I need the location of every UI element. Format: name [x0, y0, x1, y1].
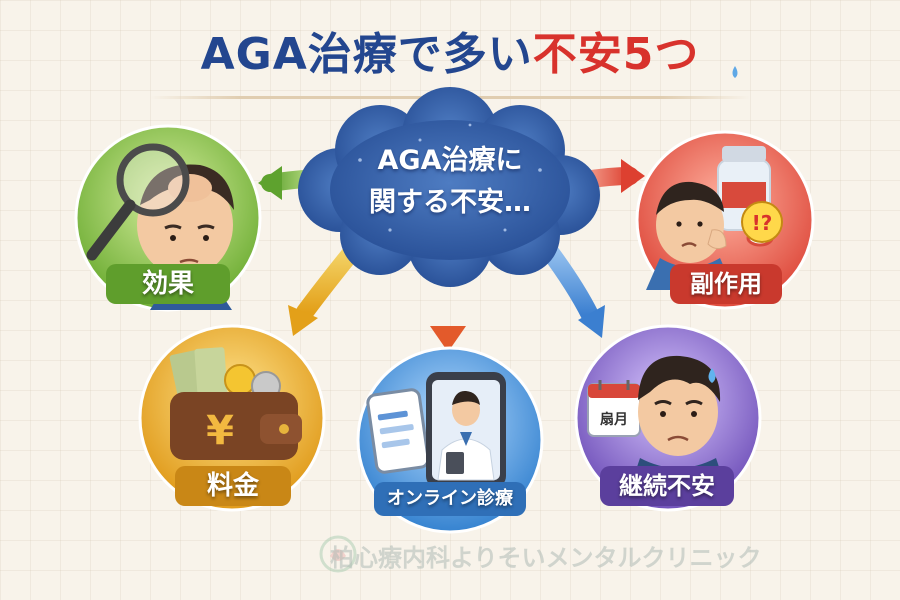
wallet-icon: [169, 347, 302, 460]
continuation-label-bg: [600, 466, 734, 506]
clinic-watermark: 柏心療内科よりそいメンタルクリニック: [330, 544, 762, 572]
alert-badge-text: !?: [752, 211, 773, 235]
side-effects-label: 副作用: [690, 270, 762, 298]
page-title: AGA治療で多い不安5つ: [0, 18, 900, 82]
title-main: AGA治療: [200, 29, 398, 80]
yen-icon: ¥: [206, 408, 234, 454]
online-label: オンライン診療: [387, 488, 513, 509]
center-line-2: 関する不安…: [369, 187, 531, 218]
effect-node[interactable]: [74, 124, 262, 312]
center-cloud: [298, 87, 600, 287]
side-effects-node[interactable]: !?: [635, 130, 815, 310]
title-middle: で多い: [397, 29, 533, 80]
title-highlight: 不安5つ: [532, 29, 700, 80]
continuation-node[interactable]: 扇月: [574, 324, 762, 512]
center-question: AGA治療に 関する不安…: [330, 140, 570, 224]
magnifier-icon: [86, 143, 190, 261]
effect-label: 効果: [141, 269, 194, 299]
arrow-to-cost: [288, 239, 364, 336]
phone-doctor-icon: [366, 372, 506, 488]
center-line-1: AGA治療に: [377, 145, 523, 176]
clinic-logo-icon: [319, 535, 357, 573]
side-effects-label-bg: [670, 264, 782, 304]
continuation-label: 継続不安: [619, 472, 715, 500]
online-label-bg: [374, 482, 526, 516]
alert-badge-icon: [741, 201, 783, 243]
arrow-to-continuation: [536, 236, 605, 338]
cost-label: 料金: [206, 471, 259, 501]
sweat-drop-icon: [732, 66, 738, 78]
calendar-text: 扇月: [600, 411, 628, 428]
cost-label-bg: [175, 466, 291, 506]
cost-node[interactable]: ¥: [138, 324, 326, 512]
effect-label-bg: [106, 264, 230, 304]
